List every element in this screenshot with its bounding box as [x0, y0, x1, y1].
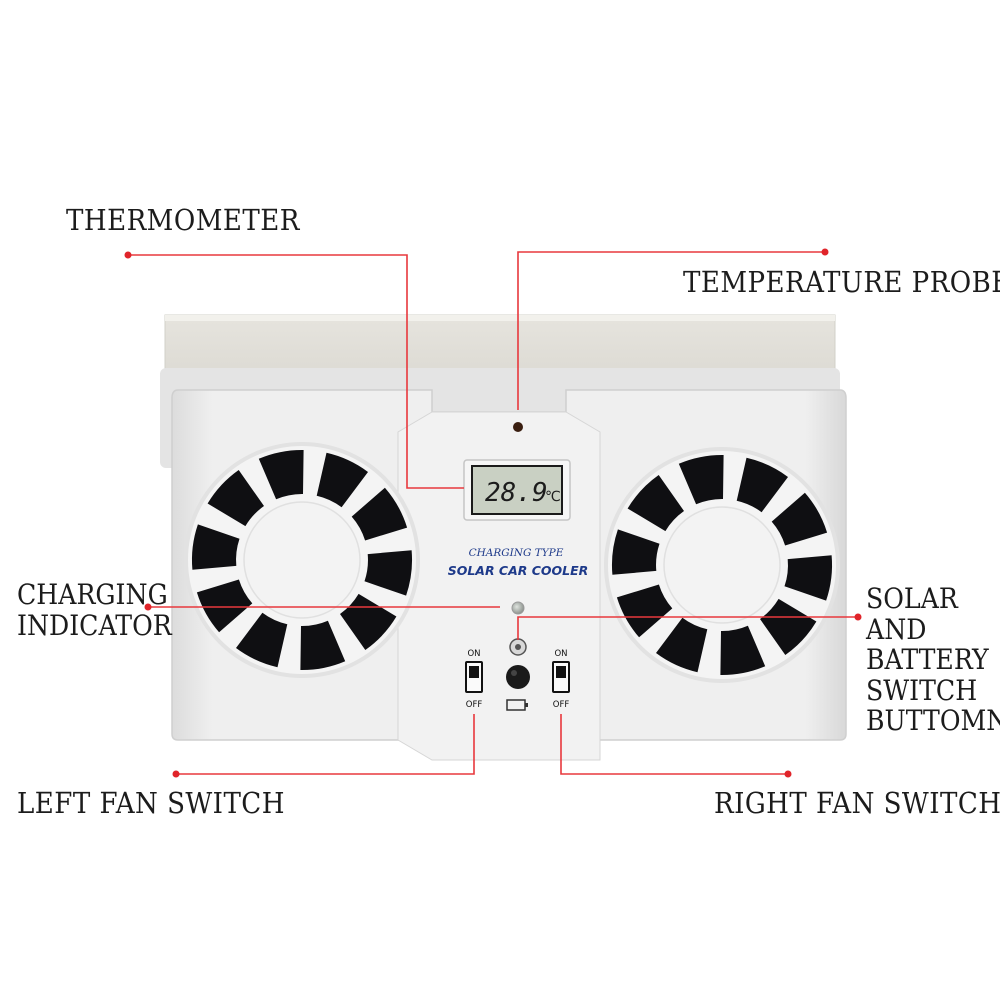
- right-fan-vent-1: [736, 457, 788, 513]
- left-fan-switch[interactable]: ON OFF: [465, 649, 483, 710]
- solar-battery-line-4: SWITCH: [866, 673, 978, 707]
- lcd-reading: 28.9: [485, 478, 548, 508]
- right-fan-switch[interactable]: ON OFF: [552, 649, 570, 710]
- right-fan-vent-7: [616, 584, 673, 638]
- solar-battery-line-3: BATTERY: [866, 643, 989, 676]
- right-switch-off-label: OFF: [553, 700, 570, 710]
- right-fan: [604, 447, 840, 683]
- right-fan-switch-label: RIGHT FAN SWITCH: [714, 786, 1000, 820]
- left-fan-vent-2: [351, 487, 408, 541]
- left-fan-vent-6: [236, 612, 288, 668]
- left-fan-vent-4: [340, 593, 397, 650]
- left-fan-vent-9: [207, 470, 264, 527]
- temperature-probe-leader: [517, 251, 825, 410]
- leader-dots: [124, 248, 862, 778]
- left-fan-vent-1: [316, 452, 368, 508]
- right-fan-vent-9: [627, 475, 684, 532]
- solar-panel: [164, 314, 836, 374]
- thermometer-leader: [128, 254, 464, 489]
- right-fan-vent-2: [771, 492, 828, 546]
- solar-battery-dot: [854, 613, 862, 621]
- right-fan-vent-3: [784, 555, 833, 601]
- charging-indicator-line-2: INDICATOR: [17, 608, 172, 642]
- left-fan-switch-label: LEFT FAN SWITCH: [17, 786, 285, 820]
- left-switch-on-label: ON: [467, 649, 480, 659]
- left-fan-vent-7: [196, 579, 253, 633]
- temperature-probe-label: TEMPERATURE PROBE: [683, 265, 1000, 299]
- right-fan-vent-5: [720, 625, 766, 676]
- right-fan-hub: [663, 506, 781, 624]
- thermometer-dot: [124, 251, 132, 259]
- solar-battery-leader: [517, 616, 858, 640]
- solar-battery-switch-label: SOLAR AND BATTERY SWITCH BUTTOMN: [866, 582, 1000, 737]
- right-fan-vent-4: [760, 598, 817, 655]
- left-fan-vent-8: [191, 524, 240, 570]
- temperature-probe-dot: [821, 248, 829, 256]
- label-solar-car-cooler: SOLAR CAR COOLER: [448, 563, 589, 578]
- charging-indicator-line-1: CHARGING: [17, 578, 168, 611]
- right-fan-vent-6: [656, 617, 708, 673]
- charging-indicator-led: [511, 601, 525, 615]
- left-fan-switch-dot: [172, 770, 180, 778]
- lcd-display: 28.9 ℃: [463, 459, 571, 521]
- label-charging-type: CHARGING TYPE: [469, 547, 564, 559]
- right-fan-rim: [604, 447, 840, 683]
- temperature-probe-hole: [513, 422, 523, 432]
- solar-battery-line-1: SOLAR: [866, 582, 958, 615]
- left-fan: [184, 442, 420, 678]
- left-switch-off-label: OFF: [466, 700, 483, 710]
- left-fan-vent-10: [258, 449, 304, 500]
- leader-lines: [128, 251, 858, 775]
- charging-indicator-dot: [144, 603, 152, 611]
- right-fan-switch-dot: [784, 770, 792, 778]
- left-fan-vent-5: [300, 620, 346, 671]
- charging-indicator-label: CHARGING INDICATOR: [17, 578, 189, 642]
- right-fan-switch-leader: [560, 714, 788, 775]
- solar-battery-button[interactable]: [506, 638, 530, 689]
- battery-icon: [506, 699, 528, 711]
- solar-battery-line-2: AND: [866, 612, 927, 646]
- solar-battery-line-5: BUTTOMN: [866, 704, 1000, 737]
- right-switch-on-label: ON: [554, 649, 567, 659]
- left-fan-hub: [243, 501, 361, 619]
- left-fan-switch-leader: [176, 714, 475, 775]
- left-fan-rim: [184, 442, 420, 678]
- lcd-unit: ℃: [545, 489, 561, 505]
- thermometer-label: THERMOMETER: [66, 203, 300, 237]
- left-fan-vent-3: [364, 550, 413, 596]
- right-fan-vent-10: [678, 454, 724, 505]
- right-fan-vent-8: [611, 529, 660, 575]
